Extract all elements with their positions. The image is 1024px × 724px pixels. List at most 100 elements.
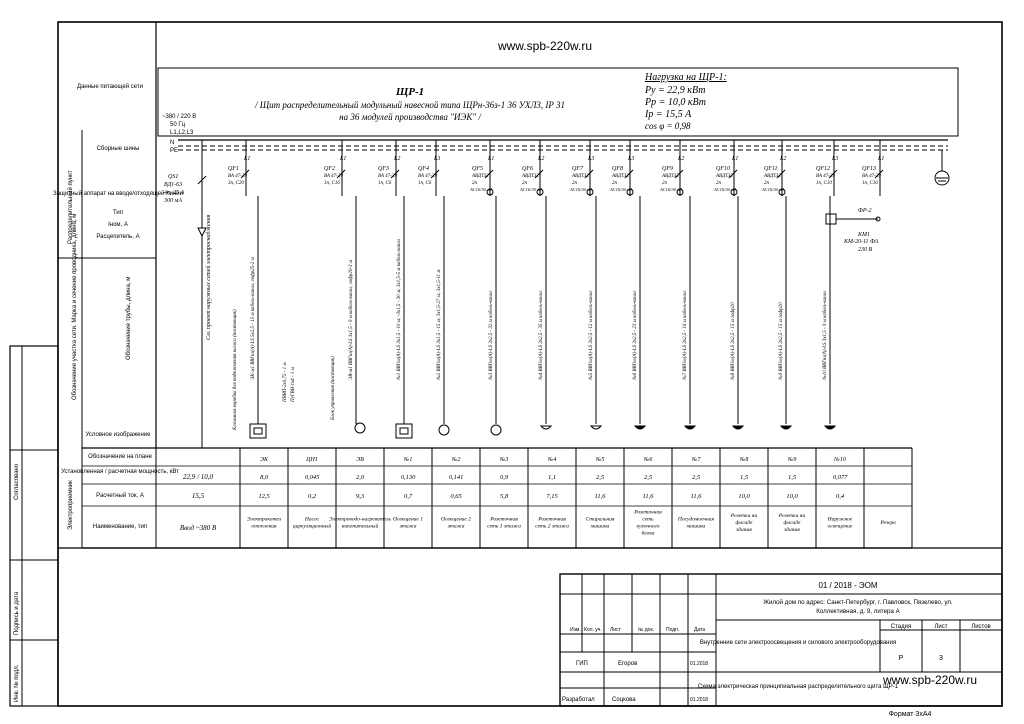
- cell-current: 7,15: [546, 493, 558, 500]
- hdr-doc: № док.: [638, 627, 654, 633]
- breaker-type: ВА 47-29: [862, 174, 881, 179]
- qs-rating: 4п, 25 А: [164, 189, 185, 196]
- role1: ГИП: [576, 661, 588, 667]
- breaker-type: ВА 47-29: [418, 174, 437, 179]
- hdr-date: Дата: [694, 627, 705, 633]
- breaker-rating: 2п: [612, 181, 618, 186]
- cable-label: №7 ВВГнг(А)-LS 3х2,5 - 16 м кабель-канал: [682, 291, 688, 381]
- cell-power: 0,9: [500, 474, 509, 481]
- breaker-rating: 2п: [522, 181, 528, 186]
- cell-current: 0,7: [404, 493, 413, 500]
- cell-current: 10,0: [786, 493, 798, 500]
- breaker-rating: 2п: [662, 181, 668, 186]
- cell-power: 2,5: [692, 474, 701, 481]
- breaker-type: ВА 47-29: [324, 174, 343, 179]
- breaker-type: ВА 47-29: [816, 174, 835, 179]
- cell-current: 11,6: [643, 493, 655, 500]
- cell-designation: №6: [643, 457, 653, 463]
- input-voltage: ~380 / 220 В: [162, 114, 196, 120]
- box1-label: Клеммная коробка для подключения насоса …: [233, 309, 238, 431]
- input-n: N: [170, 140, 174, 146]
- breaker-name: QF11: [764, 166, 778, 172]
- cable-label: №6 ВВГнг(А)-LS 3х2,5 - 23 м кабель-канал: [632, 291, 638, 381]
- input-current: 15,5: [192, 492, 205, 500]
- breaker-type: АВДТ32: [661, 174, 679, 179]
- breaker-name: QF4: [418, 165, 429, 172]
- sheets-label: Листов: [971, 624, 991, 630]
- breaker-type: АВДТ32: [571, 174, 589, 179]
- cell-current: 0,65: [450, 493, 462, 500]
- cable-labels: ЭК-м1 ВВГнг(А)-LS 5х2,5 - 15 м кабель-ка…: [249, 196, 837, 439]
- fr-label: ФР-2: [858, 208, 872, 214]
- breaker-rating: 1п, С6: [378, 181, 392, 186]
- network-data-label: Данные питающей сети: [77, 83, 143, 90]
- breaker-rating: 2п: [764, 181, 770, 186]
- contactor: ФР-2 КМ1 КМ-20-11 ФА 230 В: [825, 208, 881, 253]
- km-voltage: 230 В: [858, 247, 873, 253]
- input-name: Ввод ~380 В: [180, 524, 217, 532]
- cable-line-3: №1 ВВГнг(А)-LS 3х1,5 - 10 м; -3х1,5 - 30…: [395, 196, 413, 439]
- cell-designation: №8: [739, 457, 749, 463]
- cable-label: №5 ВВГнг(А)-LS 3х2,5 - 12 м кабель-канал: [588, 291, 594, 381]
- cell-designation: №10: [833, 457, 846, 463]
- load-header: Нагрузка на ЩР-1:: [644, 72, 727, 83]
- cell-current: 0,4: [836, 493, 845, 500]
- breaker-name: QF5: [472, 166, 483, 172]
- input-phases: L1,L2,L3: [170, 130, 194, 136]
- cell-power: 0,045: [305, 474, 320, 481]
- panel-line1: / Щит распределительный модульный навесн…: [254, 100, 565, 110]
- breaker-name: QF12: [816, 166, 830, 172]
- cell-designation: ЭК: [260, 457, 269, 463]
- breaker-type: ВА 47-29: [228, 174, 247, 179]
- breaker-rcd: АС16/30 мА: [469, 187, 493, 192]
- cell-power: 2,0: [356, 474, 365, 481]
- cell-designation: №9: [787, 457, 797, 463]
- protection-inom-label: Iном, А: [108, 222, 128, 228]
- breaker-rcd: АС16/30 мА: [659, 187, 683, 192]
- row-power-label: Установленная / расчетная мощность, кВт: [61, 469, 179, 475]
- cell-designation: №1: [403, 457, 413, 463]
- stamp-code: 01 / 2018 - ЭОМ: [818, 581, 877, 590]
- cell-current: 11,6: [595, 493, 607, 500]
- breaker-rcd: АС16/30 мА: [713, 187, 737, 192]
- cell-current: 12,5: [258, 493, 270, 500]
- hdr-sheet: Лист: [610, 627, 622, 633]
- cell-power: 2,5: [596, 474, 605, 481]
- cable-label: ЭВ-м1 ВВГнг(А)-LS 3х1,5 - 9 м кабель-кан…: [349, 259, 354, 380]
- cable-line-7: №5 ВВГнг(А)-LS 3х2,5 - 12 м кабель-канал: [588, 196, 603, 430]
- cell-power: 1,5: [788, 474, 797, 481]
- hp-label: ПВВП-2х0,75 - 1 м: [283, 362, 288, 403]
- row-current-label: Расчетный ток, А: [96, 492, 144, 499]
- cable-note: См. проект наружных сетей электроснабжен…: [205, 214, 212, 340]
- breaker-name: QF7: [572, 166, 584, 172]
- panel-box: ЩР-1 / Щит распределительный модульный н…: [157, 67, 959, 137]
- busbars-label: Сборные шины: [97, 146, 140, 152]
- cable-line-5: №3 ВВГнг(А)-LS 3х2,5 - 32 м кабель-канал: [488, 196, 502, 436]
- breaker-name: QF2: [324, 166, 335, 172]
- cell-designation: №3: [499, 457, 509, 463]
- breaker-phase: L1: [243, 156, 250, 162]
- cell-power: 0,077: [833, 474, 848, 481]
- row-designation-label: Обозначение на плане: [88, 454, 152, 460]
- cell-current: 5,8: [500, 493, 509, 500]
- breaker-rating: 2п: [472, 181, 478, 186]
- breaker-phase: L1: [487, 156, 494, 162]
- sheet-value: 3: [939, 655, 943, 662]
- breaker-type: ВА 47-29: [378, 174, 397, 179]
- cable-label: №9 ВВГнг(А)-LS 3х2,5 - 15 м гофр20: [778, 302, 784, 381]
- input-freq: 50 Гц: [170, 122, 186, 128]
- cable-line-6: №4 ВВГнг(А)-LS 3х2,5 - 35 м кабель-канал: [538, 196, 553, 430]
- agreed-label: Согласовано: [14, 463, 20, 500]
- panel-line2: на 36 модулей производства "ИЭК" /: [339, 112, 482, 122]
- cable-line-9: №7 ВВГнг(А)-LS 3х2,5 - 16 м кабель-канал: [682, 196, 697, 430]
- cable-line-8: №6 ВВГнг(А)-LS 3х2,5 - 23 м кабель-канал: [632, 196, 647, 430]
